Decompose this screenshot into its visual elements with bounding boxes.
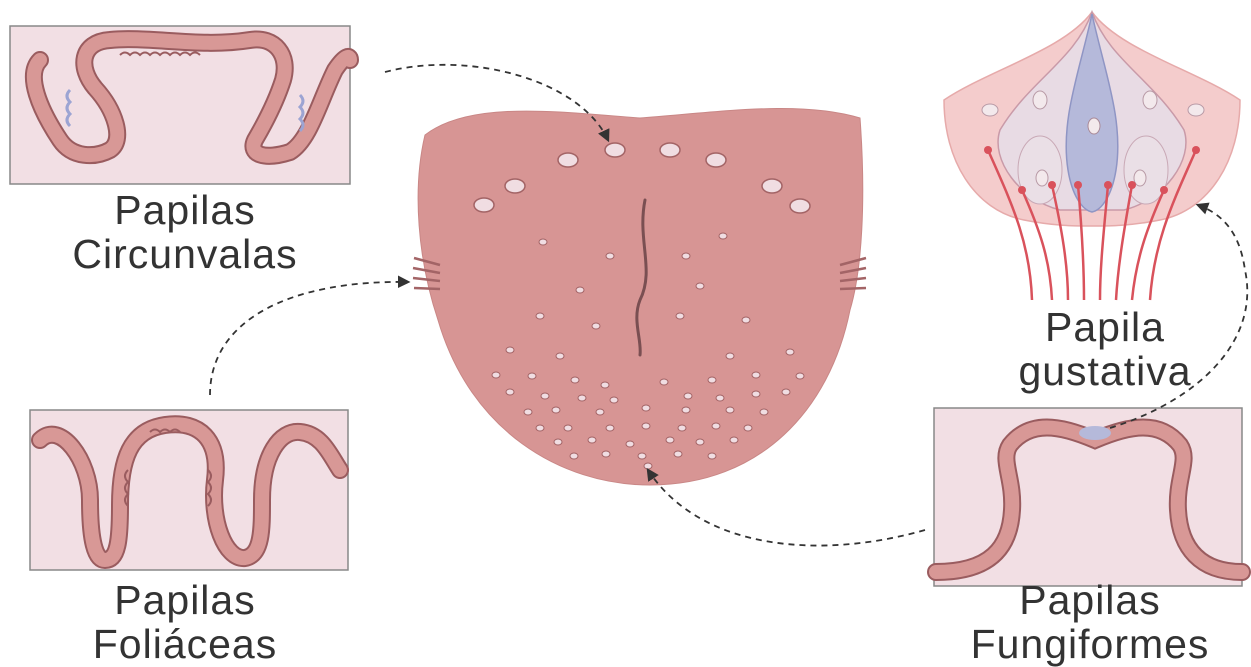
circumvallate-papilla (762, 179, 782, 193)
fungiform-papilla (556, 353, 564, 359)
fungiform-papilla (760, 409, 768, 415)
fungiform-papilla (592, 323, 600, 329)
label-line-1: Papilas (20, 188, 350, 232)
circumvallate-papilla (790, 199, 810, 213)
circumvallate-papilla (706, 153, 726, 167)
label-line-1: Papila (980, 305, 1230, 349)
fungiform-panel (934, 408, 1242, 586)
fungiform-papilla (676, 313, 684, 319)
fungiform-papilla (506, 347, 514, 353)
fungiform-papilla (708, 453, 716, 459)
fungiform-papilla (578, 395, 586, 401)
fungiform-papilla (742, 317, 750, 323)
label-papila-gustativa: Papila gustativa (980, 305, 1230, 393)
fungiform-papilla (696, 283, 704, 289)
label-papilas-fungiformes: Papilas Fungiformes (940, 578, 1240, 666)
label-papilas-foliaceas: Papilas Foliáceas (20, 578, 350, 666)
label-line-1: Papilas (940, 578, 1240, 622)
fungiform-papilla (674, 451, 682, 457)
fungiform-papilla (782, 389, 790, 395)
fungiform-papilla (682, 253, 690, 259)
fungiform-papilla (638, 453, 646, 459)
fungiform-papilla (752, 391, 760, 397)
fungiform-papilla (610, 397, 618, 403)
fungiform-papilla (571, 377, 579, 383)
fungiform-papilla (730, 437, 738, 443)
fungiform-papilla (506, 389, 514, 395)
fungiform-papilla (726, 353, 734, 359)
fungiform-papilla (712, 423, 720, 429)
circumvallate-papilla (605, 143, 625, 157)
fungiform-papilla (796, 373, 804, 379)
fungiform-papilla (682, 407, 690, 413)
label-line-2: Foliáceas (20, 622, 350, 666)
fungiform-papilla (660, 379, 668, 385)
fungiform-papilla (596, 409, 604, 415)
fungiform-papilla (786, 349, 794, 355)
fungiform-papilla (684, 393, 692, 399)
label-papilas-circunvalas: Papilas Circunvalas (20, 188, 350, 276)
fungiform-papilla (642, 423, 650, 429)
fungiform-papilla (752, 372, 760, 378)
foliate-panel (30, 410, 348, 570)
fungiform-papilla (626, 441, 634, 447)
fungiform-papilla (696, 439, 704, 445)
fungiform-papilla (576, 287, 584, 293)
circumvallate-papilla (558, 153, 578, 167)
label-line-2: Fungiformes (940, 622, 1240, 666)
fungiform-papilla (708, 377, 716, 383)
fungiform-papilla (602, 451, 610, 457)
circumvallate-papilla (474, 198, 494, 212)
arrow-foliaceas-to-tongue (210, 282, 408, 395)
fungiform-papilla (678, 425, 686, 431)
fungiform-papilla (744, 425, 752, 431)
fungiform-papilla (606, 425, 614, 431)
fungiform-papilla (642, 405, 650, 411)
circumvallate-papilla (505, 179, 525, 193)
fungiform-papilla (564, 425, 572, 431)
fungiform-papilla (536, 425, 544, 431)
fungiform-papilla (570, 453, 578, 459)
label-line-2: Circunvalas (20, 232, 350, 276)
fungiform-papilla (601, 382, 609, 388)
fungiform-papilla (524, 409, 532, 415)
label-line-2: gustativa (980, 349, 1230, 393)
fungiform-papilla (539, 239, 547, 245)
circumvallate-panel (10, 26, 350, 184)
fungiform-papilla (606, 253, 614, 259)
fungiform-papilla (528, 373, 536, 379)
fungiform-papilla (716, 395, 724, 401)
label-line-1: Papilas (20, 578, 350, 622)
fungiform-papilla (536, 313, 544, 319)
fungiform-papilla (666, 437, 674, 443)
taste-bud (944, 12, 1240, 300)
fungiform-papilla (588, 437, 596, 443)
tongue (413, 108, 866, 485)
fungiform-papilla (719, 233, 727, 239)
taste-bud-fungiform (1079, 426, 1111, 440)
fungiform-papilla (541, 393, 549, 399)
fungiform-papilla (554, 439, 562, 445)
circumvallate-papilla (660, 143, 680, 157)
fungiform-papilla (492, 372, 500, 378)
fungiform-papilla (726, 407, 734, 413)
fungiform-papilla (552, 407, 560, 413)
fungiform-papilla (644, 463, 652, 469)
